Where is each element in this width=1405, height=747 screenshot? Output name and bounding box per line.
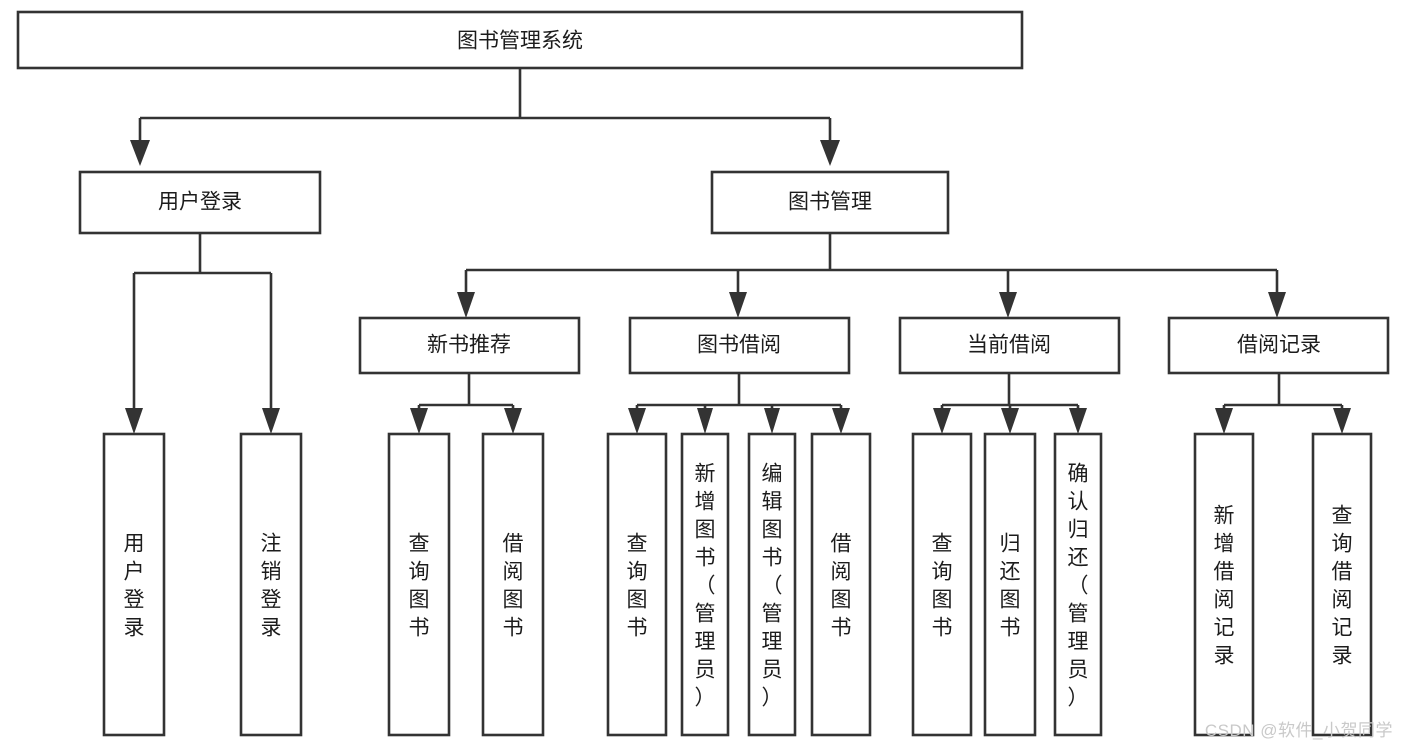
node-leaf-11[interactable]: 确认归还（管理员） xyxy=(1053,432,1103,737)
node-leaf-3[interactable]: 查询图书 xyxy=(387,432,451,737)
node-leaf-5-label: 查询图书 xyxy=(627,532,648,639)
arrowhead-leaf-7 xyxy=(764,408,780,434)
node-leaf-7-label: 编辑图书（管理员） xyxy=(762,462,783,709)
node-newbook[interactable]: 新书推荐 xyxy=(358,316,581,375)
node-root[interactable]: 图书管理系统 xyxy=(16,10,1024,70)
node-leaf-4[interactable]: 借阅图书 xyxy=(481,432,545,737)
arrowhead-leaf-10 xyxy=(1001,408,1019,434)
node-leaf-8-label: 借阅图书 xyxy=(831,532,852,639)
node-leaf-13-box[interactable] xyxy=(1311,432,1373,737)
arrowhead-leaf-6 xyxy=(697,408,713,434)
node-leaf-1[interactable]: 用户登录 xyxy=(102,432,166,737)
node-leaf-10-label: 归还图书 xyxy=(1000,532,1021,639)
node-leaf-2-box[interactable] xyxy=(239,432,303,737)
node-leaf-13-label: 查询借阅记录 xyxy=(1332,504,1353,667)
node-borrow-box[interactable] xyxy=(628,316,851,375)
arrowhead-record xyxy=(1268,292,1286,318)
node-leaf-4-box[interactable] xyxy=(481,432,545,737)
node-leaf-6-box[interactable] xyxy=(680,432,730,737)
node-leaf-13[interactable]: 查询借阅记录 xyxy=(1311,432,1373,737)
node-leaf-5[interactable]: 查询图书 xyxy=(606,432,668,737)
node-record[interactable]: 借阅记录 xyxy=(1167,316,1390,375)
csdn-watermark: CSDN @软件_小贺同学 xyxy=(1204,721,1393,740)
node-borrow[interactable]: 图书借阅 xyxy=(628,316,851,375)
node-leaf-6-label: 新增图书（管理员） xyxy=(695,462,716,709)
node-bookmgmt-box[interactable] xyxy=(710,170,950,235)
node-current[interactable]: 当前借阅 xyxy=(898,316,1121,375)
node-current-box[interactable] xyxy=(898,316,1121,375)
node-leaf-2[interactable]: 注销登录 xyxy=(239,432,303,737)
arrowhead-borrow xyxy=(729,292,747,318)
node-leaf-4-label: 借阅图书 xyxy=(503,532,524,639)
arrowhead-login xyxy=(130,140,150,166)
arrowhead-leaf-2 xyxy=(262,408,280,434)
arrowhead-leaf-12 xyxy=(1215,408,1233,434)
node-login-box[interactable] xyxy=(78,170,322,235)
node-leaf-11-box[interactable] xyxy=(1053,432,1103,737)
arrowhead-leaf-13 xyxy=(1333,408,1351,434)
arrowhead-newbook xyxy=(457,292,475,318)
arrowhead-leaf-11 xyxy=(1069,408,1087,434)
node-leaf-10[interactable]: 归还图书 xyxy=(983,432,1037,737)
node-leaf-8-box[interactable] xyxy=(810,432,872,737)
node-leaf-1-box[interactable] xyxy=(102,432,166,737)
node-leaf-12[interactable]: 新增借阅记录 xyxy=(1193,432,1255,737)
node-leaf-7[interactable]: 编辑图书（管理员） xyxy=(747,432,797,737)
arrowhead-bookmgmt xyxy=(820,140,840,166)
arrowhead-leaf-3 xyxy=(410,408,428,434)
node-leaf-3-box[interactable] xyxy=(387,432,451,737)
node-leaf-11-label: 确认归还（管理员） xyxy=(1068,462,1089,709)
arrowhead-leaf-9 xyxy=(933,408,951,434)
node-leaf-6[interactable]: 新增图书（管理员） xyxy=(680,432,730,737)
node-leaf-7-box[interactable] xyxy=(747,432,797,737)
arrowhead-leaf-5 xyxy=(628,408,646,434)
node-leaf-9-box[interactable] xyxy=(911,432,973,737)
node-leaf-3-label: 查询图书 xyxy=(409,532,430,639)
node-leaf-2-label: 注销登录 xyxy=(261,532,282,639)
node-leaf-1-label: 用户登录 xyxy=(124,532,145,639)
node-leaf-12-box[interactable] xyxy=(1193,432,1255,737)
node-newbook-label: 新书推荐 xyxy=(427,334,511,357)
node-leaf-10-box[interactable] xyxy=(983,432,1037,737)
arrowhead-leaf-4 xyxy=(504,408,522,434)
node-leaf-8[interactable]: 借阅图书 xyxy=(810,432,872,737)
node-leaf-5-box[interactable] xyxy=(606,432,668,737)
node-root-label: 图书管理系统 xyxy=(457,30,583,53)
node-leaf-9-label: 查询图书 xyxy=(932,532,953,639)
node-bookmgmt-label: 图书管理 xyxy=(788,191,872,214)
node-borrow-label: 图书借阅 xyxy=(697,334,781,357)
node-login[interactable]: 用户登录 xyxy=(78,170,322,235)
node-root-box[interactable] xyxy=(16,10,1024,70)
node-record-box[interactable] xyxy=(1167,316,1390,375)
arrowhead-leaf-8 xyxy=(832,408,850,434)
node-record-label: 借阅记录 xyxy=(1237,334,1321,357)
node-bookmgmt[interactable]: 图书管理 xyxy=(710,170,950,235)
arrowhead-current xyxy=(999,292,1017,318)
arrowhead-leaf-1 xyxy=(125,408,143,434)
arrowheads-group xyxy=(125,140,1351,434)
node-leaf-12-label: 新增借阅记录 xyxy=(1214,504,1235,667)
node-leaf-9[interactable]: 查询图书 xyxy=(911,432,973,737)
node-newbook-box[interactable] xyxy=(358,316,581,375)
node-current-label: 当前借阅 xyxy=(967,334,1051,357)
node-login-label: 用户登录 xyxy=(158,191,242,214)
